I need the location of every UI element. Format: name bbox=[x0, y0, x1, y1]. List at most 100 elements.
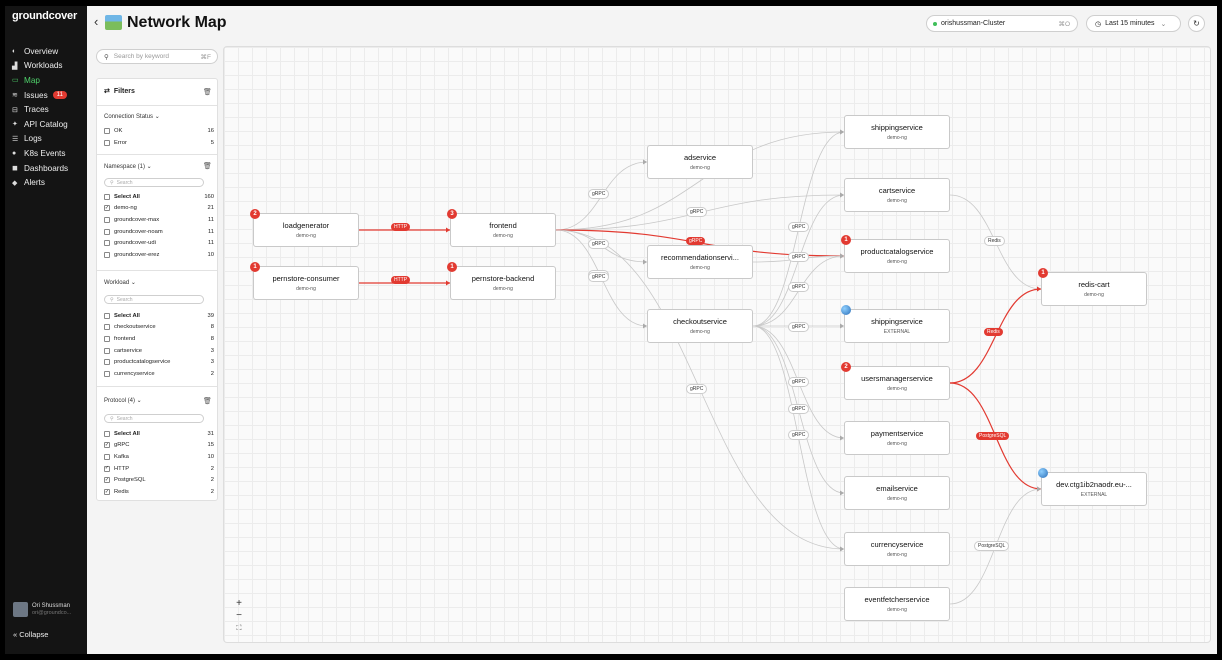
search-input[interactable]: ⚲ Search by keyword ⌘F bbox=[96, 49, 218, 64]
edge-label[interactable]: gRPC bbox=[788, 430, 810, 440]
namespace-title[interactable]: Namespace (1) ⌄ bbox=[104, 164, 152, 170]
sidebar-item-workloads[interactable]: ▟Workloads bbox=[12, 59, 68, 74]
checkbox[interactable] bbox=[104, 193, 110, 200]
checkbox[interactable] bbox=[104, 347, 110, 354]
checkbox[interactable] bbox=[104, 453, 110, 460]
zoom-in-button[interactable]: + bbox=[236, 598, 242, 609]
checkbox[interactable]: ✓ bbox=[104, 488, 110, 495]
logo[interactable]: groundcover bbox=[12, 10, 78, 22]
sidebar-item-overview[interactable]: ◐Overview bbox=[12, 44, 68, 59]
checkbox[interactable] bbox=[104, 252, 110, 258]
edge-label[interactable]: gRPC bbox=[788, 377, 810, 387]
collapse-button[interactable]: « Collapse bbox=[13, 630, 49, 639]
checkbox[interactable]: ✓ bbox=[104, 476, 110, 484]
edge-label[interactable]: PostgreSQL bbox=[976, 432, 1010, 440]
sidebar-item-logs[interactable]: ☰Logs bbox=[12, 132, 68, 147]
edge-label[interactable]: gRPC bbox=[686, 237, 706, 245]
edge-label[interactable]: gRPC bbox=[588, 189, 610, 199]
time-range-selector[interactable]: ◷ Last 15 minutes ⌄ bbox=[1086, 15, 1181, 32]
namespace-search-input[interactable]: ⚲Search bbox=[104, 178, 204, 187]
edge-label[interactable]: HTTP bbox=[391, 276, 411, 284]
checkbox[interactable] bbox=[104, 371, 110, 377]
edge-label[interactable]: PostgreSQL bbox=[974, 541, 1010, 551]
fit-view-button[interactable]: ⛶ bbox=[236, 625, 242, 632]
sidebar-item-alerts[interactable]: ◆Alerts bbox=[12, 175, 68, 190]
checkbox[interactable] bbox=[104, 312, 110, 319]
edge-label[interactable]: Redis bbox=[984, 328, 1003, 336]
user-profile[interactable]: Ori Shussman ori@groundco... bbox=[13, 602, 71, 617]
connection-status-title[interactable]: Connection Status ⌄ bbox=[104, 114, 160, 120]
edge-label[interactable]: gRPC bbox=[686, 384, 708, 394]
checkbox[interactable] bbox=[104, 430, 110, 437]
service-node-recommendationservice[interactable]: recommendationservi...demo-ng bbox=[647, 245, 753, 279]
edge-label[interactable]: gRPC bbox=[788, 322, 810, 332]
checkbox[interactable] bbox=[104, 228, 110, 235]
workload-title[interactable]: Workload ⌄ bbox=[104, 280, 136, 286]
sidebar-item-dashboards[interactable]: ◼Dashboards bbox=[12, 161, 68, 176]
edge-label[interactable]: gRPC bbox=[788, 222, 810, 232]
edge-label[interactable]: gRPC bbox=[788, 404, 810, 414]
edge-label[interactable]: HTTP bbox=[391, 223, 411, 231]
checkbox[interactable] bbox=[104, 324, 110, 331]
checkbox[interactable] bbox=[104, 240, 110, 247]
refresh-button[interactable]: ↻ bbox=[1188, 15, 1205, 32]
edge-label[interactable]: gRPC bbox=[588, 239, 610, 249]
sidebar-item-traces[interactable]: ⊟Traces bbox=[12, 102, 68, 117]
zoom-out-button[interactable]: − bbox=[236, 610, 242, 621]
clear-all-filters-icon[interactable]: 🗑 bbox=[203, 89, 212, 96]
edge-label[interactable]: gRPC bbox=[686, 207, 708, 217]
checkbox[interactable] bbox=[104, 216, 110, 223]
edge-frontend-to-shippingservice[interactable] bbox=[555, 131, 845, 231]
checkbox[interactable]: ✓ bbox=[104, 465, 110, 472]
edge-label[interactable]: gRPC bbox=[788, 282, 810, 292]
protocol-search-input[interactable]: ⚲Search bbox=[104, 414, 204, 423]
protocol-title[interactable]: Protocol (4) ⌄ bbox=[104, 398, 142, 404]
sidebar-item-api-catalog[interactable]: ✦API Catalog bbox=[12, 117, 68, 132]
checkbox[interactable]: ✓ bbox=[104, 441, 110, 449]
edge-label[interactable]: gRPC bbox=[788, 252, 810, 262]
checkbox[interactable] bbox=[104, 139, 110, 146]
back-icon[interactable]: ‹ bbox=[94, 14, 99, 29]
workload-search-input[interactable]: ⚲Search bbox=[104, 295, 204, 304]
clear-namespace-icon[interactable]: 🗑 bbox=[203, 163, 212, 170]
edge-label[interactable]: gRPC bbox=[588, 272, 610, 282]
cluster-selector[interactable]: orishussman-Cluster ⌘O bbox=[926, 15, 1078, 32]
service-node-dev-ctg[interactable]: dev.ctg1ib2naodr.eu-...EXTERNAL bbox=[1038, 468, 1147, 506]
checkbox[interactable]: ✓ bbox=[104, 204, 110, 212]
